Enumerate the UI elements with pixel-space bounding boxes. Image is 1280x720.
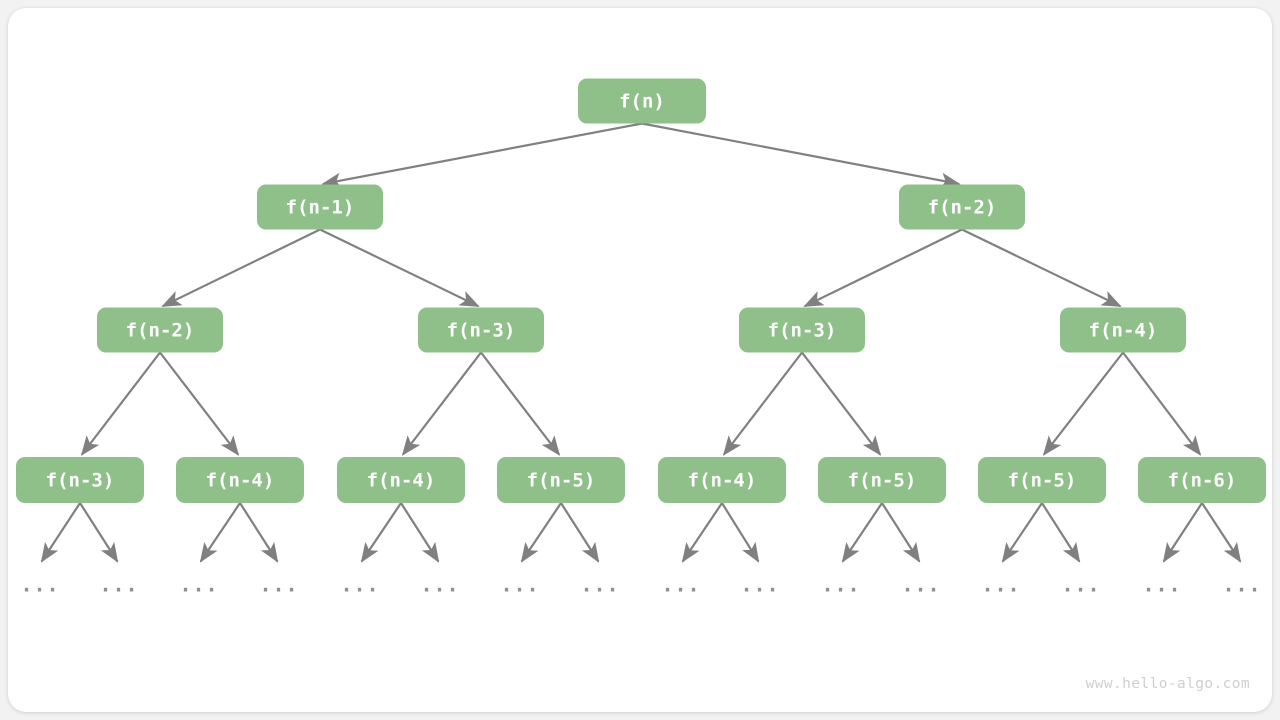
watermark: www.hello-algo.com: [1085, 676, 1250, 692]
tree-edge-stub: [239, 502, 279, 563]
ellipsis-leaf: ...: [901, 573, 940, 597]
tree-node-label: f(n-4): [367, 470, 436, 492]
tree-edge-stub: [79, 502, 119, 563]
tree-node-box: [337, 457, 465, 503]
ellipsis-leaf: ...: [740, 573, 779, 597]
tree-edge-stub: [721, 502, 760, 563]
tree-edge-stub: [881, 502, 921, 563]
tree-node-label: f(n-5): [527, 470, 596, 492]
tree-node-label: f(n-2): [928, 197, 997, 219]
tree-edge: [641, 122, 961, 189]
tree-node[interactable]: f(n-5): [497, 457, 625, 503]
tree-node-box: [16, 457, 144, 503]
tree-edge: [159, 351, 240, 456]
tree-node-label: f(n): [619, 91, 665, 113]
tree-node[interactable]: f(n-2): [899, 184, 1025, 230]
tree-node-label: f(n-4): [1089, 320, 1158, 342]
nodes-layer: f(n) f(n-1) f(n-2) f(n-2) f(n-3) f(n-3) f(n-4)…: [16, 78, 1266, 503]
tree-node[interactable]: f(n-3): [16, 457, 144, 503]
tree-node-label: f(n-2): [126, 320, 195, 342]
tree-node-label: f(n-4): [206, 470, 275, 492]
tree-node[interactable]: f(n-2): [97, 307, 223, 353]
tree-edge: [319, 228, 480, 308]
tree-edge: [961, 228, 1122, 308]
tree-node[interactable]: f(n-5): [818, 457, 946, 503]
tree-edge-stub: [1001, 502, 1043, 563]
ellipsis-leaf: ...: [179, 573, 218, 597]
tree-node-box: [176, 457, 304, 503]
tree-edge-stub: [560, 502, 600, 563]
ellipsis-leaf: ...: [1222, 573, 1261, 597]
leaf-ellipsis-layer: ........................................…: [20, 573, 1261, 597]
tree-node-box: [578, 78, 706, 124]
ellipsis-leaf: ...: [500, 573, 539, 597]
tree-edge-stub: [841, 502, 883, 563]
tree-edge-stub: [1201, 502, 1242, 563]
tree-edge: [80, 351, 161, 456]
tree-node-label: f(n-4): [688, 470, 757, 492]
tree-node-box: [418, 307, 544, 353]
tree-edge-stub: [360, 502, 402, 563]
tree-node[interactable]: f(n-5): [978, 457, 1106, 503]
tree-edge-stub: [40, 502, 81, 563]
tree-node-label: f(n-3): [46, 470, 115, 492]
tree-node[interactable]: f(n-1): [257, 184, 383, 230]
ellipsis-leaf: ...: [580, 573, 619, 597]
tree-edge: [161, 228, 321, 308]
tree-edge-stub: [520, 502, 562, 563]
tree-edge: [480, 351, 561, 456]
tree-node-box: [1060, 307, 1186, 353]
tree-node[interactable]: f(n-4): [176, 457, 304, 503]
tree-node[interactable]: f(n-4): [1060, 307, 1186, 353]
tree-node-label: f(n-5): [848, 470, 917, 492]
tree-edge-stub: [1041, 502, 1081, 563]
tree-edge: [1122, 351, 1202, 456]
tree-node-box: [978, 457, 1106, 503]
tree-node-box: [257, 184, 383, 230]
tree-edge: [1042, 351, 1124, 456]
tree-node-box: [1138, 457, 1266, 503]
tree-node-label: f(n-5): [1008, 470, 1077, 492]
ellipsis-leaf: ...: [1142, 573, 1181, 597]
diagram-card: f(n) f(n-1) f(n-2) f(n-2) f(n-3) f(n-3) f(n-4)…: [8, 8, 1272, 712]
ellipsis-leaf: ...: [1061, 573, 1100, 597]
tree-edge: [722, 351, 803, 456]
tree-node[interactable]: f(n-3): [418, 307, 544, 353]
tree-node-box: [818, 457, 946, 503]
tree-node-label: f(n-1): [286, 197, 355, 219]
tree-node-box: [739, 307, 865, 353]
tree-node-box: [658, 457, 786, 503]
ellipsis-leaf: ...: [259, 573, 298, 597]
tree-node[interactable]: f(n-3): [739, 307, 865, 353]
tree-edge: [321, 122, 643, 189]
tree-edge-stub: [1162, 502, 1203, 563]
ellipsis-leaf: ...: [420, 573, 459, 597]
tree-node-label: f(n-6): [1168, 470, 1237, 492]
tree-edge: [401, 351, 482, 456]
tree-node-label: f(n-3): [768, 320, 837, 342]
ellipsis-leaf: ...: [661, 573, 700, 597]
tree-node-box: [97, 307, 223, 353]
tree-node[interactable]: f(n-4): [658, 457, 786, 503]
ellipsis-leaf: ...: [20, 573, 59, 597]
tree-node[interactable]: f(n-4): [337, 457, 465, 503]
tree-node[interactable]: f(n): [578, 78, 706, 124]
tree-node-label: f(n-3): [447, 320, 516, 342]
recursion-tree-canvas: f(n) f(n-1) f(n-2) f(n-2) f(n-3) f(n-3) f(n-4)…: [16, 78, 1266, 597]
tree-node[interactable]: f(n-6): [1138, 457, 1266, 503]
ellipsis-leaf: ...: [340, 573, 379, 597]
tree-node-box: [899, 184, 1025, 230]
ellipsis-leaf: ...: [99, 573, 138, 597]
ellipsis-leaf: ...: [981, 573, 1020, 597]
ellipsis-leaf: ...: [821, 573, 860, 597]
tree-edge: [801, 351, 882, 456]
tree-edge-stub: [199, 502, 241, 563]
leaf-stubs-layer: [40, 502, 1242, 563]
tree-edge-stub: [681, 502, 723, 563]
tree-node-box: [497, 457, 625, 503]
edges-layer: [80, 122, 1202, 456]
tree-edge: [803, 228, 963, 308]
tree-edge-stub: [400, 502, 440, 563]
